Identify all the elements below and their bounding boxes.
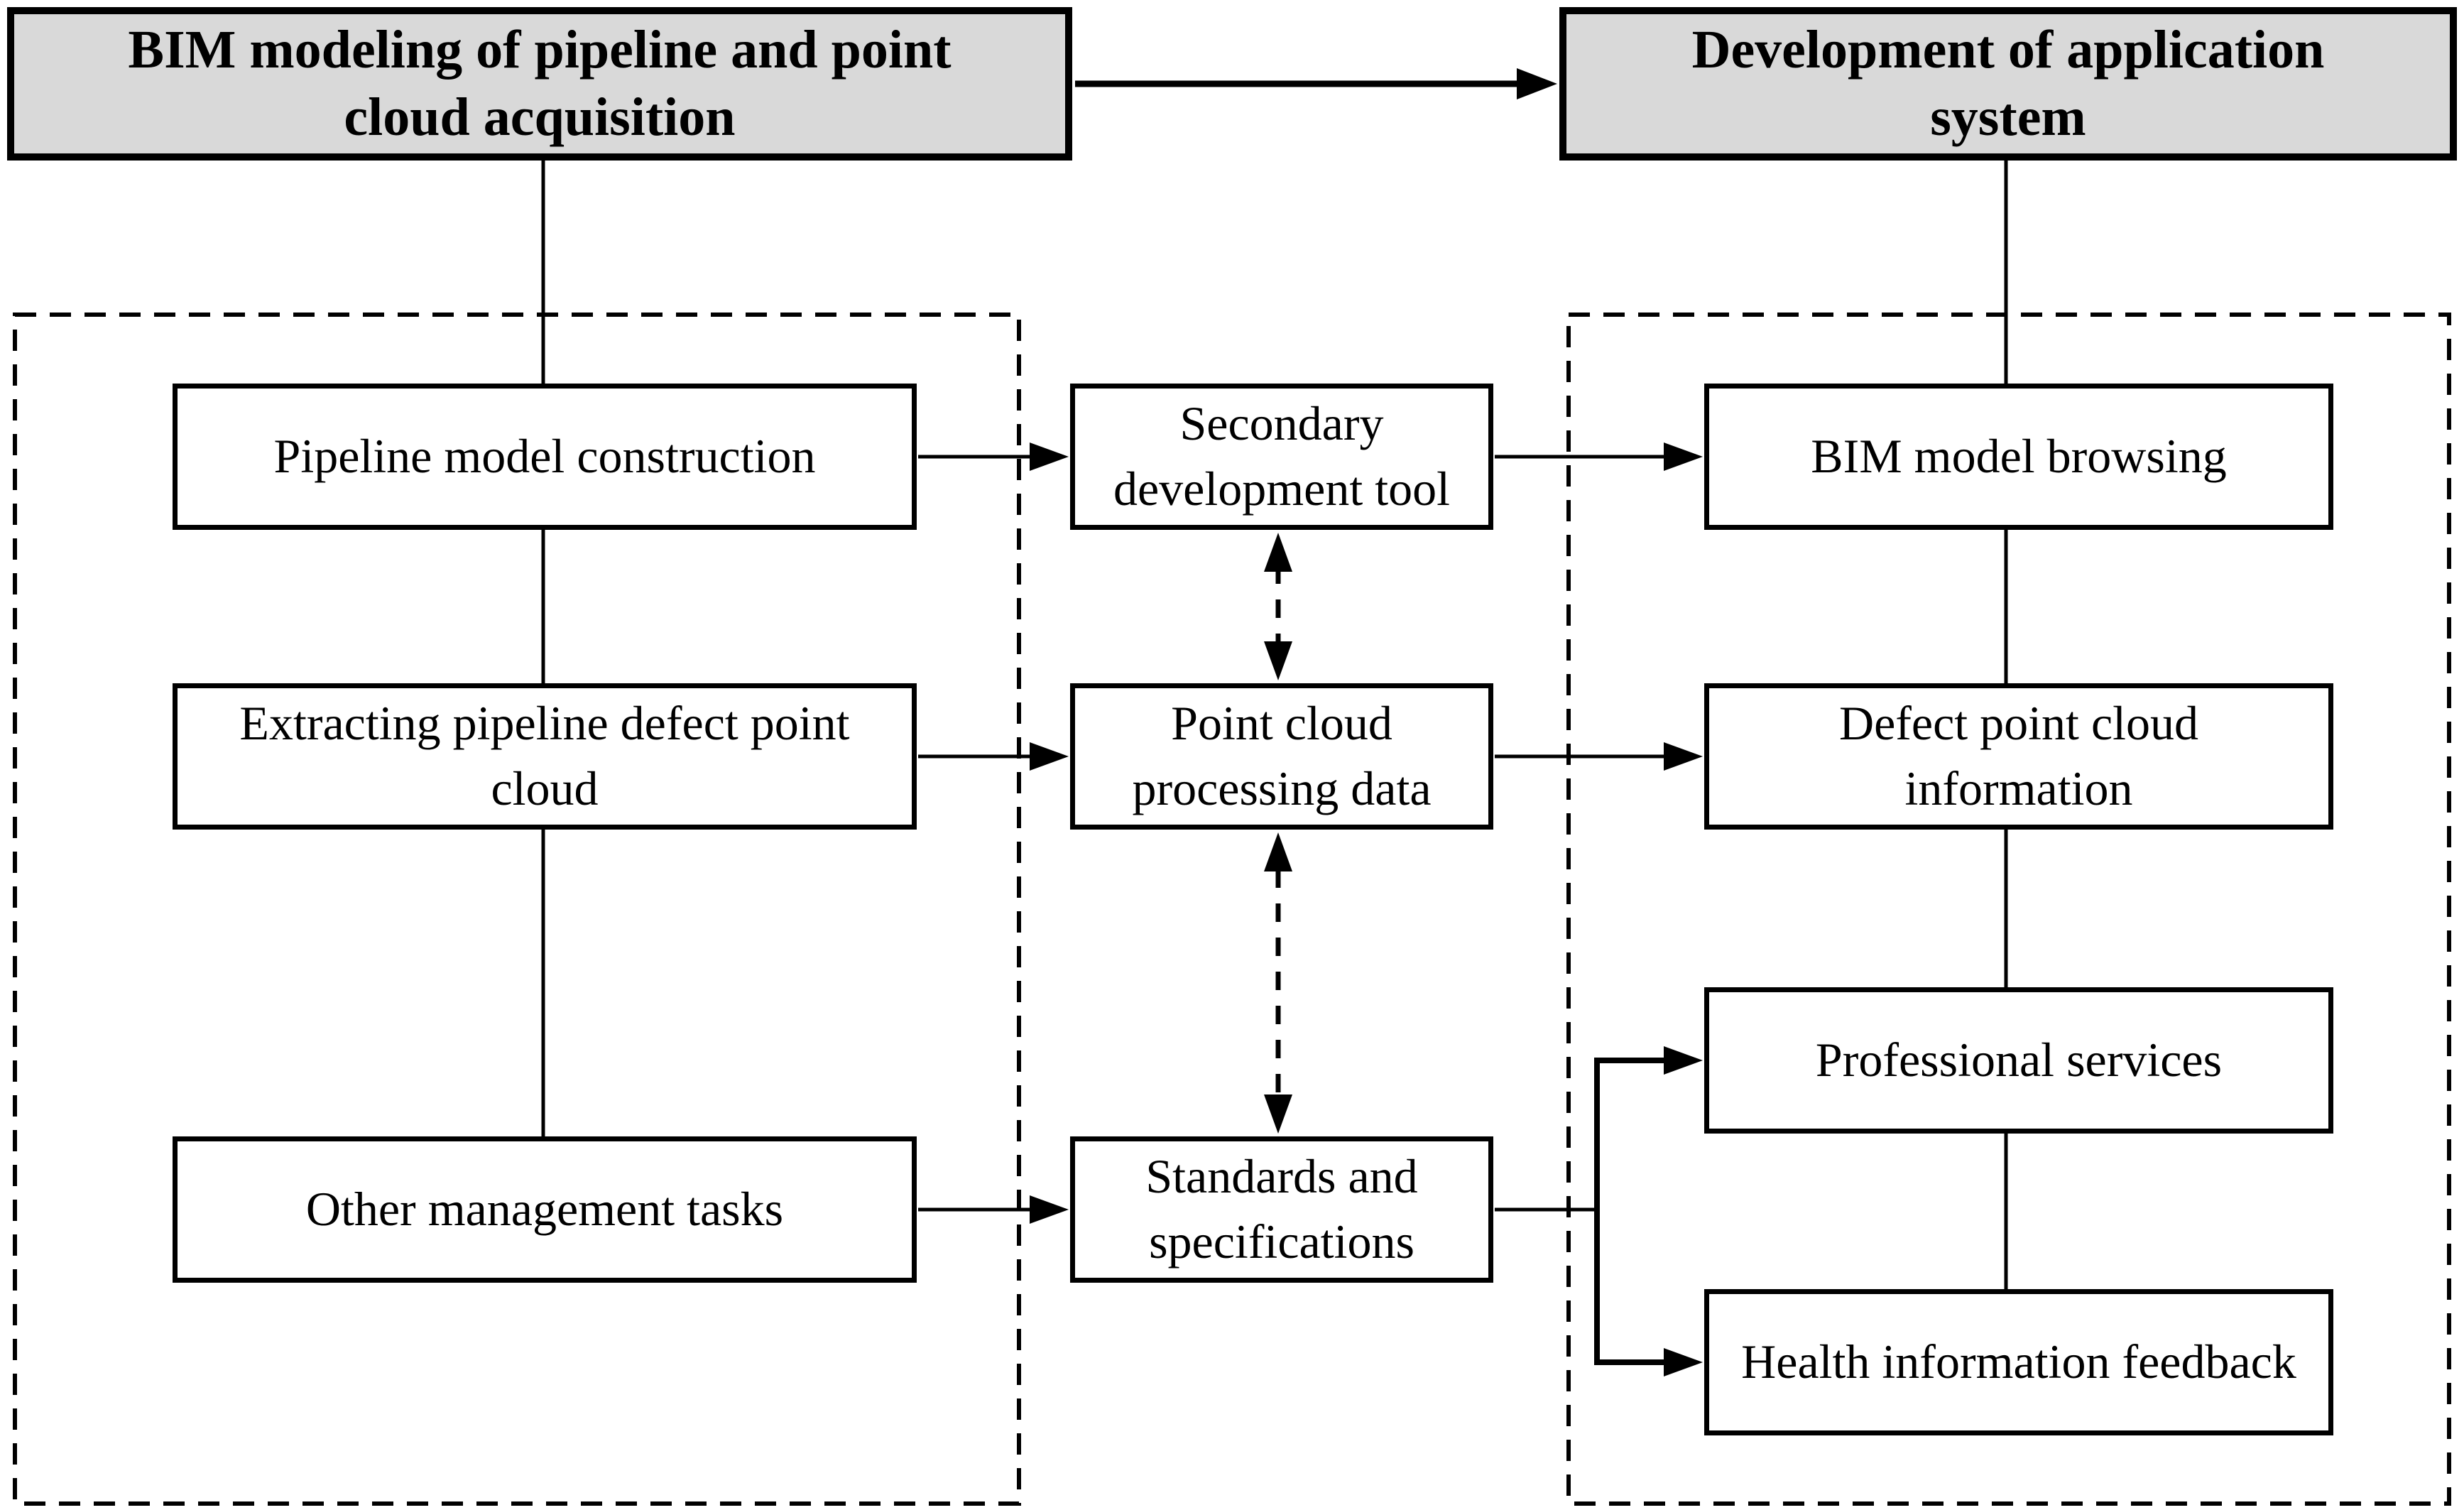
box-professional-services: Professional services: [1704, 987, 2333, 1134]
application-group-dashed-container: [1566, 313, 2451, 1506]
header-application-system: Development of application system: [1559, 7, 2457, 161]
acquisition-group-dashed-container: [13, 313, 1021, 1506]
dashed-link-secondary-pointcloud-up-head-icon: [1264, 533, 1292, 572]
box-extracting-pipeline-defect-point-cloud: Extracting pipeline defect point cloud: [173, 683, 917, 830]
box-pipeline-model-construction: Pipeline model construction: [173, 384, 917, 530]
box-secondary-development-tool: Secondary development tool: [1070, 384, 1493, 530]
box-point-cloud-processing-data: Point cloud processing data: [1070, 683, 1493, 830]
dashed-link-pointcloud-standards-down-head-icon: [1264, 1095, 1292, 1134]
arrow-standards-to-professional-head-icon: [1664, 1046, 1703, 1075]
arrow-other-to-standards-head-icon: [1030, 1195, 1069, 1224]
header-connector-arrowhead-icon: [1517, 68, 1557, 99]
box-health-information-feedback: Health information feedback: [1704, 1289, 2333, 1435]
arrow-pointcloud-to-defect-head-icon: [1664, 742, 1703, 771]
box-standards-and-specifications: Standards and specifications: [1070, 1136, 1493, 1283]
arrow-standards-to-health-head-icon: [1664, 1348, 1703, 1376]
dashed-link-secondary-pointcloud-down-head-icon: [1264, 641, 1292, 680]
header-bim-modeling: BIM modeling of pipeline and point cloud…: [7, 7, 1072, 161]
dashed-link-pointcloud-standards-up-head-icon: [1264, 832, 1292, 871]
box-bim-model-browsing: BIM model browsing: [1704, 384, 2333, 530]
box-defect-point-cloud-information: Defect point cloud information: [1704, 683, 2333, 830]
arrow-secondary-to-bim-head-icon: [1664, 442, 1703, 471]
box-other-management-tasks: Other management tasks: [173, 1136, 917, 1283]
arrow-pipeline-to-secondary-head-icon: [1030, 442, 1069, 471]
arrow-extracting-to-pointcloud-head-icon: [1030, 742, 1069, 771]
